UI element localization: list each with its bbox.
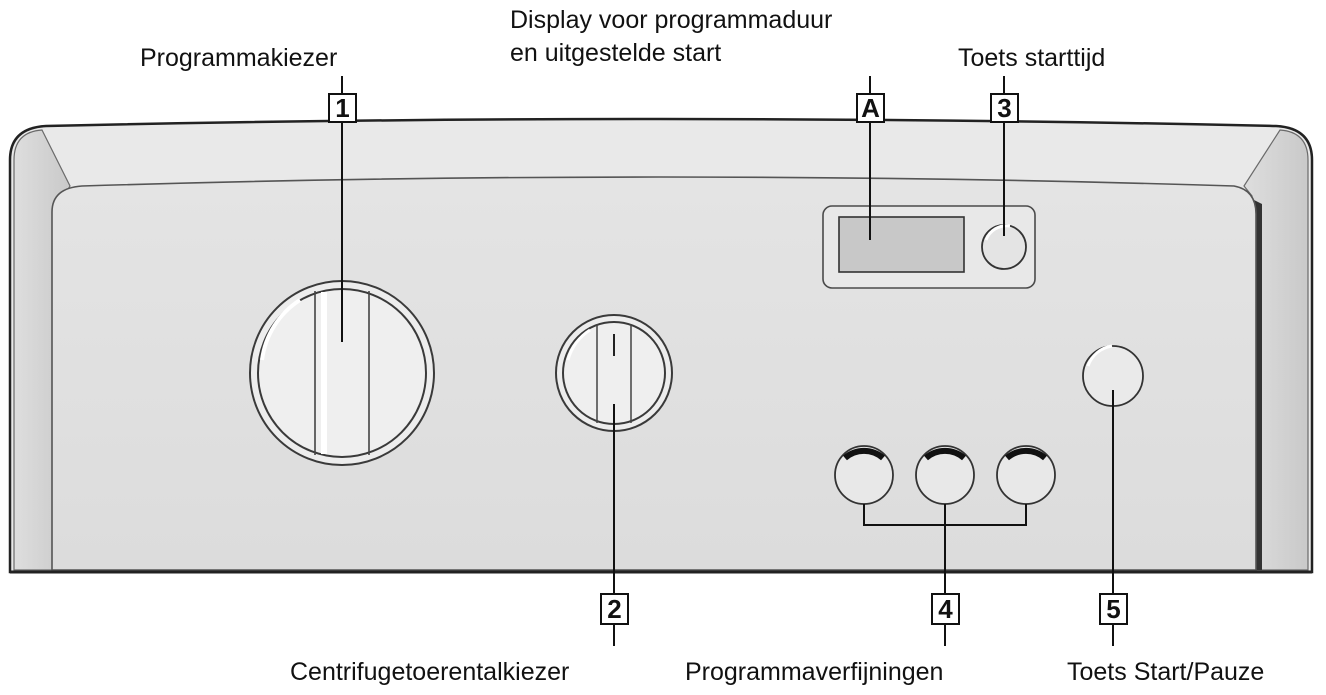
program-duration-display: [838, 216, 965, 273]
callout-2: 2: [600, 593, 629, 625]
label-start-time-button: Toets starttijd: [958, 44, 1105, 72]
program-option-button-2[interactable]: [915, 445, 975, 505]
leader-bracket-4: [863, 504, 1027, 593]
svg-text:A: A: [861, 93, 880, 123]
program-selector-knob[interactable]: [249, 280, 435, 466]
svg-text:4: 4: [938, 594, 953, 624]
callout-4: 4: [931, 593, 960, 625]
label-program-options: Programmaverfijningen: [685, 658, 943, 686]
callout-1: 1: [328, 93, 357, 123]
callout-a: A: [856, 93, 885, 123]
label-program-selector: Programmakiezer: [140, 44, 337, 72]
program-option-button-3[interactable]: [996, 445, 1056, 505]
svg-text:1: 1: [335, 93, 349, 123]
svg-text:2: 2: [607, 594, 621, 624]
leader-lines: [341, 76, 1114, 646]
label-start-pause-button: Toets Start/Pauze: [1067, 658, 1264, 686]
callout-3: 3: [990, 93, 1019, 123]
spin-speed-selector-knob[interactable]: [555, 314, 673, 432]
label-display-line-1: Display voor programmaduur: [510, 6, 832, 34]
svg-text:3: 3: [997, 93, 1011, 123]
label-spin-speed-selector: Centrifugetoerentalkiezer: [290, 658, 569, 686]
label-display-line-2: en uitgestelde start: [510, 39, 721, 67]
program-option-buttons: [834, 445, 1056, 505]
callout-5: 5: [1099, 593, 1128, 625]
display-module: [822, 205, 1036, 289]
program-option-button-1[interactable]: [834, 445, 894, 505]
svg-text:5: 5: [1106, 594, 1120, 624]
